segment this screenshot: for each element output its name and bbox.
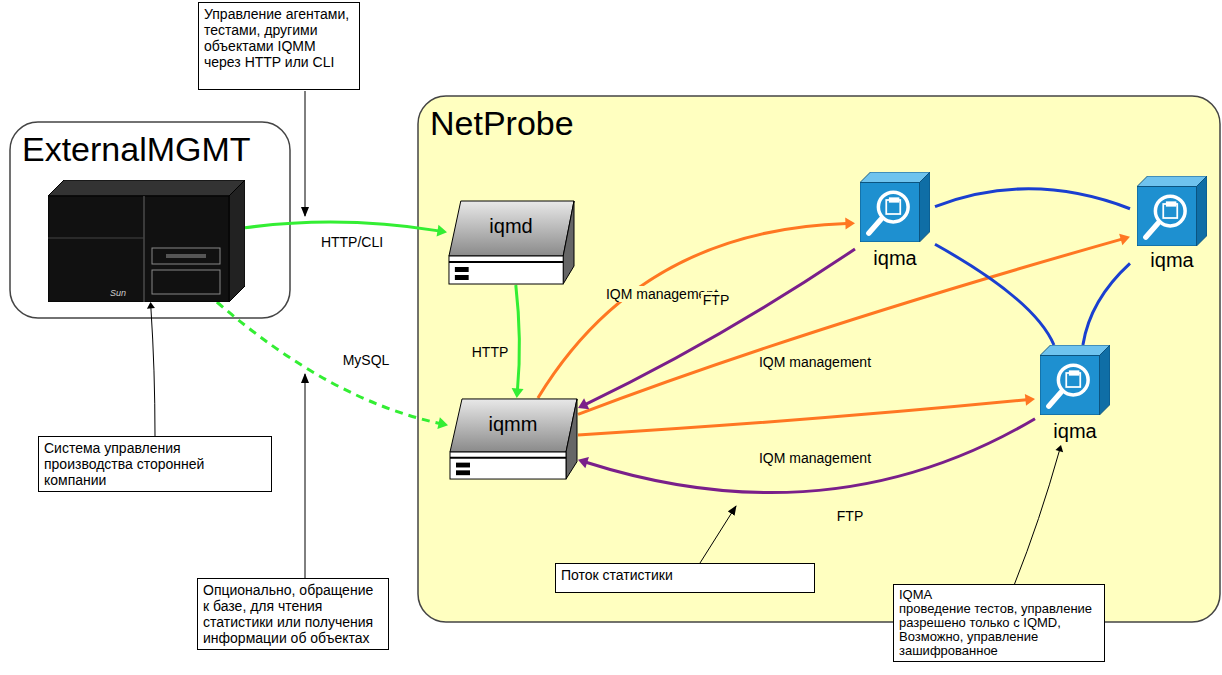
callout-box: IQMAпроведение тестов, управление разреш… xyxy=(893,584,1105,662)
server-icon: iqmd xyxy=(447,200,575,285)
server-illustration xyxy=(448,398,578,480)
node-label: iqmm xyxy=(448,413,578,436)
agent-icon: iqma xyxy=(1035,345,1115,445)
node-label: iqma xyxy=(845,247,945,270)
connector xyxy=(1015,445,1064,584)
connector xyxy=(935,189,1130,209)
connector xyxy=(578,394,1035,435)
callout-box: Система управления производства сторонне… xyxy=(38,436,272,492)
callout-text: Управление агентами, тестами, другими об… xyxy=(204,6,354,70)
server-icon: Sun xyxy=(48,180,245,302)
server-illustration xyxy=(447,200,575,285)
connector xyxy=(578,419,1035,493)
region-outline xyxy=(10,122,290,318)
callout-box: Опционально, обращение к базе, для чтени… xyxy=(197,578,389,650)
edge-label: FTP xyxy=(701,292,731,308)
agent-illustration xyxy=(860,172,930,242)
callout-heading: IQMA xyxy=(899,588,1099,602)
region-title: NetProbe xyxy=(418,96,1220,143)
connector xyxy=(1083,263,1130,345)
agent-icon: iqma xyxy=(855,172,935,272)
leader-line xyxy=(305,374,306,578)
connector xyxy=(578,234,1130,415)
external-region: ExternalMGMT Sun xyxy=(10,122,290,318)
region-outline xyxy=(418,96,1220,622)
callout-box: Управление агентами, тестами, другими об… xyxy=(198,2,360,90)
edge-label: HTTP xyxy=(470,344,511,360)
edge-label: FTP xyxy=(835,508,865,524)
connector xyxy=(217,302,448,429)
node-label: iqma xyxy=(1025,420,1125,443)
agent-icon: iqma xyxy=(1130,176,1214,274)
callout-text: Опционально, обращение к базе, для чтени… xyxy=(203,582,383,646)
edge-label: MySQL xyxy=(341,352,392,368)
callout-text: Система управления производства сторонне… xyxy=(44,440,266,488)
agent-illustration xyxy=(1040,345,1110,415)
agent-illustration xyxy=(1137,176,1207,246)
connector xyxy=(512,285,524,398)
leader-line xyxy=(305,91,306,216)
connector xyxy=(147,302,155,436)
server-icon: iqmm xyxy=(448,398,578,480)
edge-label: IQM management xyxy=(757,354,873,370)
brand-label: Sun xyxy=(110,288,126,298)
node-label: iqma xyxy=(1120,249,1222,272)
edge-label: IQM management xyxy=(757,450,873,466)
callout-text: Поток статистики xyxy=(561,567,809,583)
edge-label: HTTP/CLI xyxy=(319,234,385,250)
server-illustration xyxy=(48,180,245,302)
callout-box: Поток статистики xyxy=(555,563,815,593)
callout-text: проведение тестов, управление разрешено … xyxy=(899,602,1099,658)
connector xyxy=(935,244,1054,345)
leader-line xyxy=(700,506,736,563)
connector xyxy=(578,249,855,409)
region-title: ExternalMGMT xyxy=(10,122,290,169)
node-label: iqmd xyxy=(447,215,575,238)
